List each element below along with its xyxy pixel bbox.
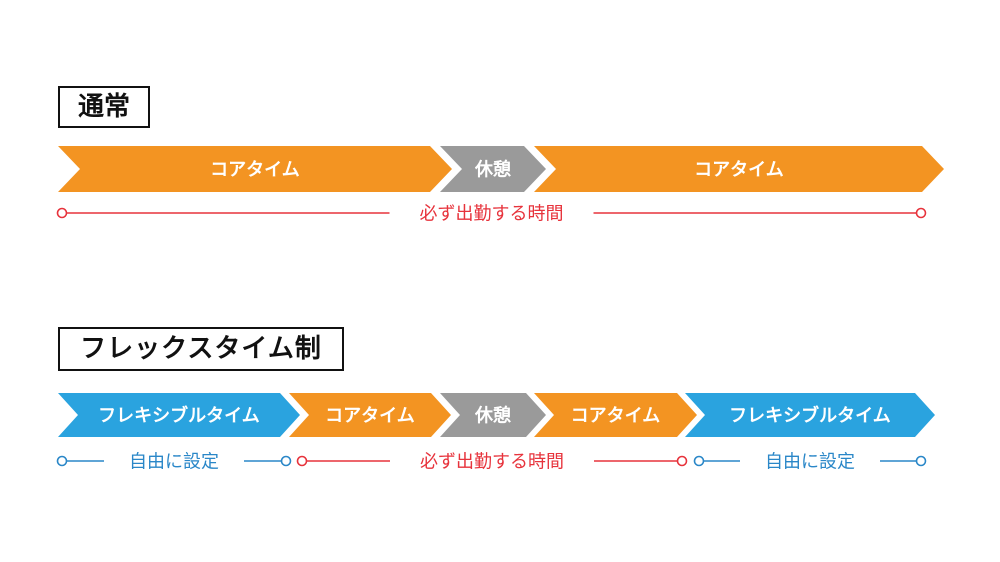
flextime-segment-label: 休憩 bbox=[474, 405, 511, 427]
normal-segment-break bbox=[440, 146, 546, 192]
flextime-segment-flexible bbox=[685, 393, 935, 437]
normal-segment-label: コアタイム bbox=[210, 160, 300, 181]
flextime-segment-label: コアタイム bbox=[325, 406, 415, 427]
flextime-range-start-marker bbox=[56, 455, 68, 467]
flextime-segment-label: フレキシブルタイム bbox=[729, 405, 891, 427]
title-flextime: フレックスタイム制 bbox=[58, 327, 344, 371]
flextime-row: フレキシブルタイムコアタイム休憩コアタイムフレキシブルタイム自由に設定必ず出勤す… bbox=[56, 393, 935, 473]
flextime-segment-flexible bbox=[58, 393, 300, 437]
flextime-range-start-marker bbox=[693, 455, 705, 467]
flextime-segment-label: フレキシブルタイム bbox=[98, 405, 260, 427]
flextime-segment-core bbox=[289, 393, 451, 437]
flextime-segment-core bbox=[534, 393, 697, 437]
title-normal: 通常 bbox=[58, 86, 150, 128]
flextime-segment-break bbox=[440, 393, 546, 437]
flextime-range-end-marker bbox=[676, 455, 688, 467]
flextime-range-label: 自由に設定 bbox=[129, 452, 219, 473]
normal-segment-core bbox=[58, 146, 452, 192]
flextime-range-label: 自由に設定 bbox=[765, 452, 855, 473]
normal-segment-core bbox=[534, 146, 944, 192]
normal-range-start-marker bbox=[56, 207, 68, 219]
flextime-range-label: 必ず出勤する時間 bbox=[420, 452, 564, 473]
normal-segment-label: 休憩 bbox=[474, 159, 511, 181]
normal-range-end-marker bbox=[915, 207, 927, 219]
flextime-range-end-marker bbox=[280, 455, 292, 467]
flextime-range-start-marker bbox=[296, 455, 308, 467]
flextime-range-end-marker bbox=[915, 455, 927, 467]
flextime-segment-label: コアタイム bbox=[571, 406, 661, 427]
normal-range-label: 必ず出勤する時間 bbox=[420, 204, 564, 225]
normal-segment-label: コアタイム bbox=[694, 160, 784, 181]
